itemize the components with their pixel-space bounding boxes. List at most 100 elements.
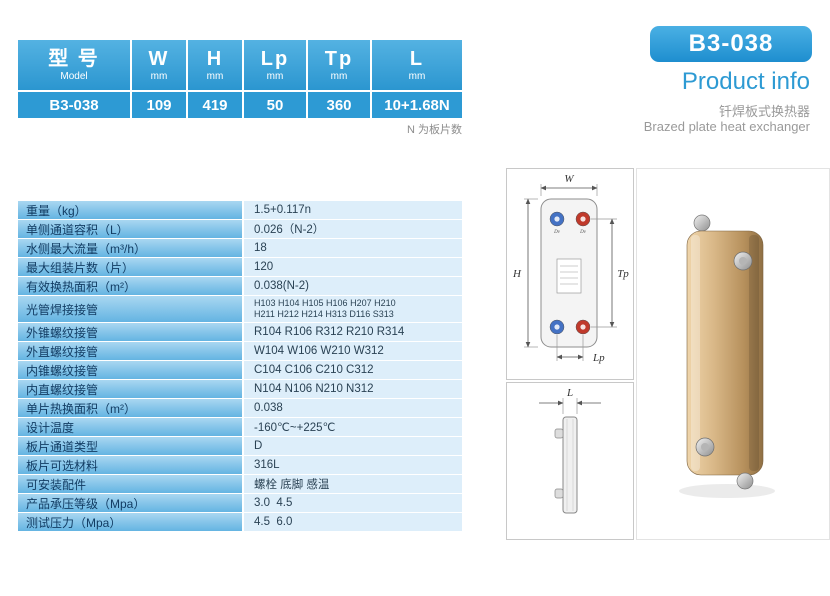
header-title: Tp (324, 47, 354, 70)
header-sub: mm (266, 70, 284, 82)
dim-label-l: L (566, 387, 573, 399)
spec-row: 单片热换面积（m²） 0.038 (18, 399, 462, 417)
spec-label: 设计温度 (18, 418, 242, 436)
spec-row: 内直螺纹接管 N104 N106 N210 N312 (18, 380, 462, 398)
table-value-row: B3-038 109 419 50 360 10+1.68N (18, 92, 462, 118)
spec-label: 有效换热面积（m²） (18, 277, 242, 295)
dim-label-w: W (564, 173, 574, 185)
spec-label: 外直螺纹接管 (18, 342, 242, 360)
spec-row: 内锥螺纹接管 C104 C106 C210 C312 (18, 361, 462, 379)
header-sub: Model (60, 70, 88, 82)
value-h: 419 (188, 92, 242, 118)
dim-label-h: H (512, 268, 522, 280)
header-cell-h: H mm (188, 40, 242, 90)
connection-stub-top (554, 428, 564, 439)
spec-label: 单侧通道容积（L） (18, 220, 242, 238)
header-cell-l: L mm (372, 40, 462, 90)
header-title: W (148, 47, 170, 70)
render-port-top-stub (693, 214, 711, 232)
header-sub: mm (408, 70, 426, 82)
spec-value: 316L (244, 456, 462, 474)
spec-row: 板片通道类型 D (18, 437, 462, 455)
spec-label: 水侧最大流量（m³/h） (18, 239, 242, 257)
spec-row: 重量（kg） 1.5+0.117n (18, 201, 462, 219)
spec-value: 4.5 6.0 (244, 513, 462, 531)
dv-label: Dv (553, 230, 561, 235)
side-profile (562, 416, 578, 514)
side-view-drawing-box: L (506, 382, 634, 540)
value-w: 109 (132, 92, 186, 118)
spec-label: 板片可选材料 (18, 456, 242, 474)
header-title: H (206, 47, 224, 70)
spec-label: 产品承压等级（Mpa） (18, 494, 242, 512)
product-render (679, 214, 775, 498)
spec-value: N104 N106 N210 N312 (244, 380, 462, 398)
spec-value: 18 (244, 239, 462, 257)
spec-list: 重量（kg） 1.5+0.117n 单侧通道容积（L） 0.026（N-2） 水… (18, 201, 462, 531)
render-body (686, 230, 764, 476)
spec-row: 设计温度 -160℃~+225℃ (18, 418, 462, 436)
nameplate (556, 258, 582, 294)
spec-row: 外直螺纹接管 W104 W106 W210 W312 (18, 342, 462, 360)
dim-label-lp: Lp (592, 352, 605, 364)
header-title: Lp (260, 47, 290, 70)
product-info-title: Product info (681, 68, 810, 95)
value-lp: 50 (244, 92, 306, 118)
spec-value: W104 W106 W210 W312 (244, 342, 462, 360)
spec-value: 0.038(N-2) (244, 277, 462, 295)
model-badge: B3-038 (650, 26, 812, 62)
spec-row: 光管焊接接管 H103 H104 H105 H106 H207 H210 H21… (18, 296, 462, 322)
spec-value: H103 H104 H105 H106 H207 H210 H211 H212 … (244, 296, 462, 322)
spec-row: 板片可选材料 316L (18, 456, 462, 474)
spec-value: D (244, 437, 462, 455)
spec-value: -160℃~+225℃ (244, 418, 462, 436)
spec-value: 0.026（N-2） (244, 220, 462, 238)
header-title: 型 号 (48, 47, 100, 70)
product-render-box (636, 168, 830, 540)
dim-label-tp: Tp (617, 268, 629, 280)
spec-label: 最大组装片数（片） (18, 258, 242, 276)
header-cell-w: W mm (132, 40, 186, 90)
spec-label: 内直螺纹接管 (18, 380, 242, 398)
spec-row: 产品承压等级（Mpa） 3.0 4.5 (18, 494, 462, 512)
header-sub: mm (330, 70, 348, 82)
spec-row: 最大组装片数（片） 120 (18, 258, 462, 276)
spec-value: 3.0 4.5 (244, 494, 462, 512)
spec-label: 板片通道类型 (18, 437, 242, 455)
side-view-drawing: L (539, 387, 601, 514)
spec-label: 重量（kg） (18, 201, 242, 219)
spec-row: 水侧最大流量（m³/h） 18 (18, 239, 462, 257)
spec-value: 1.5+0.117n (244, 201, 462, 219)
spec-row: 外锥螺纹接管 R104 R106 R312 R210 R314 (18, 323, 462, 341)
render-port-bottom-stub (736, 472, 754, 490)
spec-value: C104 C106 C210 C312 (244, 361, 462, 379)
header-cell-tp: Tp mm (308, 40, 370, 90)
plate-count-note: N 为板片数 (407, 124, 462, 136)
spec-value: R104 R106 R312 R210 R314 (244, 323, 462, 341)
spec-row: 单侧通道容积（L） 0.026（N-2） (18, 220, 462, 238)
spec-value: 螺栓 底脚 感温 (244, 475, 462, 493)
connection-stub-bottom (554, 488, 564, 499)
product-subtitle-en: Brazed plate heat exchanger (643, 119, 810, 134)
product-subtitle-cn: 钎焊板式换热器 (718, 104, 810, 119)
spec-label: 内锥螺纹接管 (18, 361, 242, 379)
header-sub: mm (206, 70, 224, 82)
spec-label: 光管焊接接管 (18, 296, 242, 322)
header-cell-model: 型 号 Model (18, 40, 130, 90)
spec-label: 外锥螺纹接管 (18, 323, 242, 341)
table-header-row: 型 号 Model W mm H mm Lp mm Tp mm L mm (18, 40, 462, 90)
header-sub: mm (150, 70, 168, 82)
value-model: B3-038 (18, 92, 130, 118)
render-shadow (679, 484, 775, 498)
front-view-drawing: Dv Dv W H Tp Lp (512, 173, 629, 364)
header-cell-lp: Lp mm (244, 40, 306, 90)
spec-row: 有效换热面积（m²） 0.038(N-2) (18, 277, 462, 295)
spec-row: 可安装配件 螺栓 底脚 感温 (18, 475, 462, 493)
spec-value: 0.038 (244, 399, 462, 417)
dv-label: Dv (579, 230, 587, 235)
spec-row: 测试压力（Mpa） 4.5 6.0 (18, 513, 462, 531)
spec-value: 120 (244, 258, 462, 276)
header-title: L (409, 47, 425, 70)
front-view-drawing-box: Dv Dv W H Tp Lp (506, 168, 634, 380)
